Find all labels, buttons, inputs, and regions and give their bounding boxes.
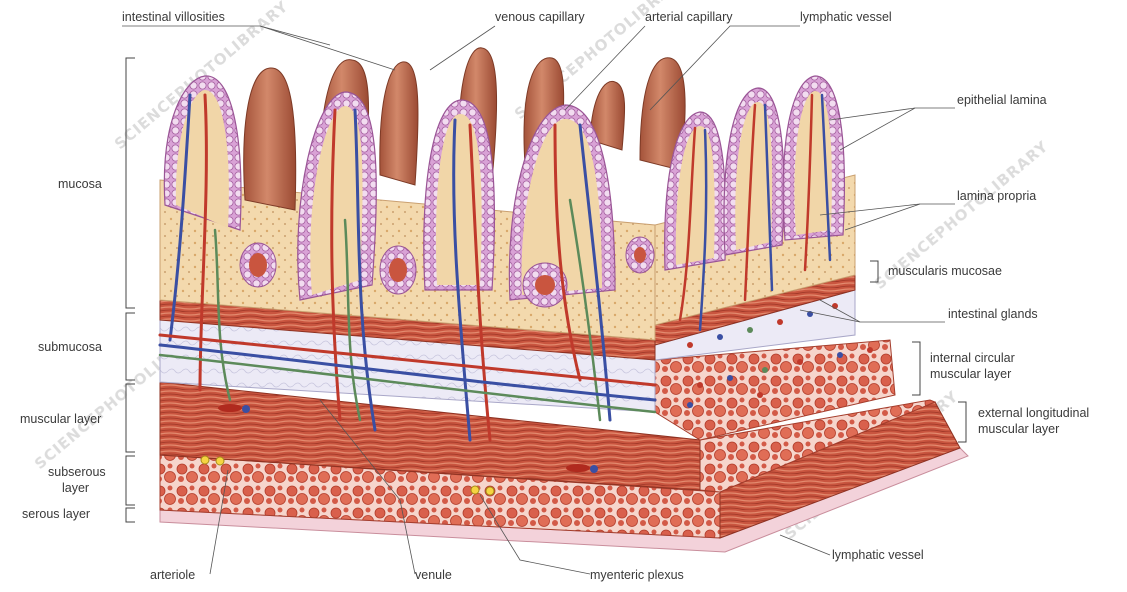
label-external-longitudinal-2: muscular layer xyxy=(978,422,1059,436)
label-intestinal-villosities: intestinal villosities xyxy=(122,10,225,24)
label-epithelial-lamina: epithelial lamina xyxy=(957,93,1047,107)
villus xyxy=(298,92,377,300)
label-muscular-layer: muscular layer xyxy=(20,412,101,426)
label-internal-circular-1: internal circular xyxy=(930,351,1015,365)
tissue-block xyxy=(160,48,968,552)
villus xyxy=(783,76,844,240)
label-mucosa: mucosa xyxy=(58,177,102,191)
label-internal-circular-2: muscular layer xyxy=(930,367,1011,381)
label-lymphatic-vessel-top: lymphatic vessel xyxy=(800,10,892,24)
label-myenteric-plexus: myenteric plexus xyxy=(590,568,684,582)
label-intestinal-glands: intestinal glands xyxy=(948,307,1038,321)
label-arterial-capillary: arterial capillary xyxy=(645,10,733,24)
label-lamina-propria: lamina propria xyxy=(957,189,1036,203)
label-venous-capillary: venous capillary xyxy=(495,10,585,24)
label-lymphatic-vessel-bottom: lymphatic vessel xyxy=(832,548,924,562)
label-arteriole: arteriole xyxy=(150,568,195,582)
label-external-longitudinal-1: external longitudinal xyxy=(978,406,1089,420)
label-submucosa: submucosa xyxy=(38,340,102,354)
villus xyxy=(424,100,495,290)
label-subserous-2: layer xyxy=(62,481,89,495)
label-muscularis-mucosae: muscularis mucosae xyxy=(888,264,1002,278)
label-venule: venule xyxy=(415,568,452,582)
label-serous-layer: serous layer xyxy=(22,507,90,521)
label-subserous-1: subserous xyxy=(48,465,106,479)
